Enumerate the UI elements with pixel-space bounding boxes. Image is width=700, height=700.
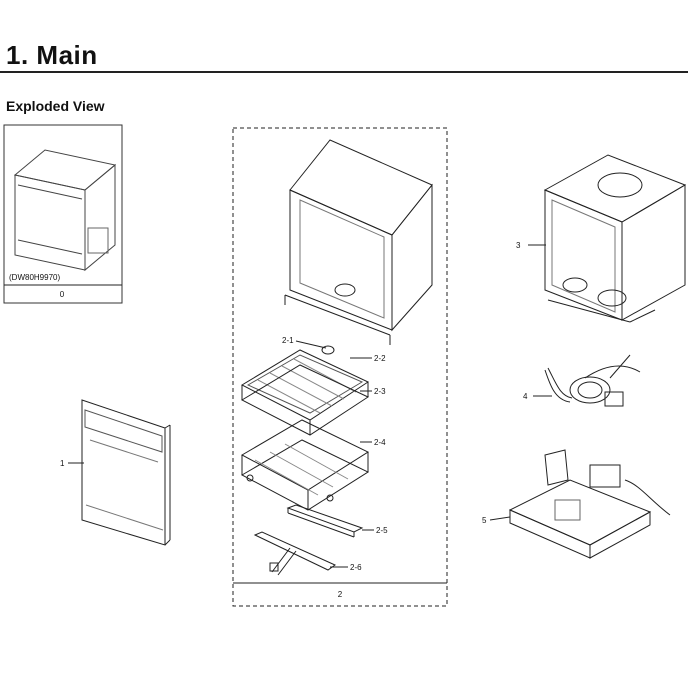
upper-rack-drawing [240,340,372,436]
callout-2-5: 2-5 [376,526,388,535]
callout-2-2: 2-2 [374,354,386,363]
callout-5: 5 [482,516,487,525]
callout-2-1: 2-1 [282,336,294,345]
lower-spray-arm-drawing [253,531,348,576]
callout-4: 4 [523,392,528,401]
assembly-box-index: 2 [338,590,343,599]
callout-2-4: 2-4 [374,438,386,447]
callout-2-6: 2-6 [350,563,362,572]
door-panel-drawing [68,399,171,546]
hose-assembly-drawing [533,354,641,407]
model-box-index: 0 [60,290,65,299]
model-number-label: (DW80H9970) [9,273,60,282]
page-title: 1. Main [6,40,98,70]
base-assembly-drawing [489,449,671,559]
tub-frame-drawing [528,154,687,323]
section-title: Exploded View [6,98,105,114]
title-divider [0,71,688,73]
leader-line [295,340,327,349]
model-reference-box: (DW80H9970) 0 [3,124,123,304]
lower-rack-drawing [240,419,372,511]
callout-3: 3 [516,241,521,250]
callout-2-3: 2-3 [374,387,386,396]
callout-1: 1 [60,459,65,468]
leader-line [489,516,511,521]
dishwasher-front-drawing [13,149,117,272]
tub-shell-drawing [284,139,433,345]
upper-spray-arm-drawing [286,504,374,538]
assembly-group-box: 2 [232,127,448,607]
